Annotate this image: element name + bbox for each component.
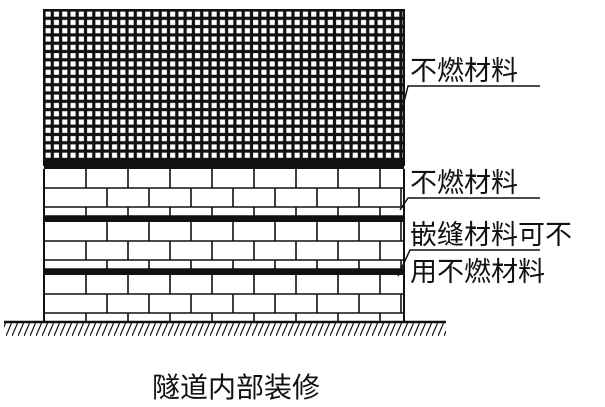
diagram-caption: 隧道内部装修 bbox=[152, 371, 320, 404]
label-brick-material: 不燃材料 bbox=[410, 168, 518, 199]
joint-strip-upper bbox=[44, 216, 404, 222]
upper-finish-panel bbox=[43, 9, 405, 166]
leader-top-material bbox=[399, 85, 540, 119]
joint-strip-lower bbox=[44, 269, 404, 275]
panel-separator bbox=[44, 160, 404, 169]
leader-joint-material bbox=[397, 249, 540, 277]
label-joint-material-line2: 用不燃材料 bbox=[410, 257, 545, 288]
leader-brick-material bbox=[399, 197, 540, 211]
label-joint-material-line1: 嵌缝材料可不 bbox=[410, 220, 572, 251]
leader-lines bbox=[397, 85, 540, 277]
brick-wall bbox=[43, 169, 405, 323]
ground bbox=[4, 320, 446, 336]
label-top-material: 不燃材料 bbox=[410, 56, 518, 87]
